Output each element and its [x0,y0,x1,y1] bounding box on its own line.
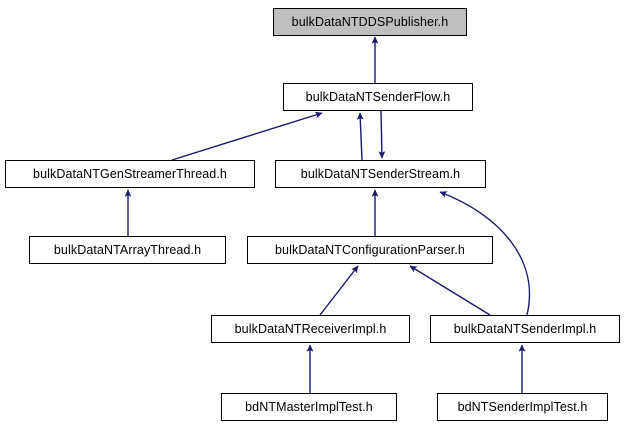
node-bulkDataNTArrayThread-h[interactable]: bulkDataNTArrayThread.h [29,236,226,264]
node-bulkDataNTSenderImpl-h[interactable]: bulkDataNTSenderImpl.h [430,315,620,343]
node-label: bulkDataNTReceiverImpl.h [234,321,387,336]
edge-receiverimpl-to-configurationparser [319,265,359,316]
node-bulkDataNTSenderFlow-h[interactable]: bulkDataNTSenderFlow.h [283,83,473,111]
node-label: bulkDataNTSenderStream.h [300,166,461,181]
node-label: bulkDataNTArrayThread.h [53,242,202,257]
node-bulkDataNTReceiverImpl-h[interactable]: bulkDataNTReceiverImpl.h [211,315,410,343]
node-bdNTMasterImplTest-h[interactable]: bdNTMasterImplTest.h [221,393,397,421]
node-label: bulkDataNTGenStreamerThread.h [33,166,227,181]
node-label: bulkDataNTDDSPublisher.h [291,14,449,29]
node-bulkDataNTGenStreamerThread-h[interactable]: bulkDataNTGenStreamerThread.h [5,160,255,188]
edge-senderflow-to-senderstream [378,110,386,159]
node-label: bdNTSenderImplTest.h [457,399,588,414]
node-label: bulkDataNTConfigurationParser.h [274,242,465,257]
node-bulkDataNTDDSPublisher-h[interactable]: bulkDataNTDDSPublisher.h [273,8,467,36]
node-bulkDataNTConfigurationParser-h[interactable]: bulkDataNTConfigurationParser.h [247,236,493,264]
edge-genstreamerthread-to-senderflow [171,111,323,161]
node-bulkDataNTSenderStream-h[interactable]: bulkDataNTSenderStream.h [275,160,486,188]
node-label: bulkDataNTSenderFlow.h [305,89,451,104]
edge-senderstream-to-senderflow [356,112,364,161]
node-label: bdNTMasterImplTest.h [245,399,373,414]
node-bdNTSenderImplTest-h[interactable]: bdNTSenderImplTest.h [437,393,608,421]
node-label: bulkDataNTSenderImpl.h [453,321,597,336]
edge-senderimpl-to-configurationparser [409,265,491,316]
